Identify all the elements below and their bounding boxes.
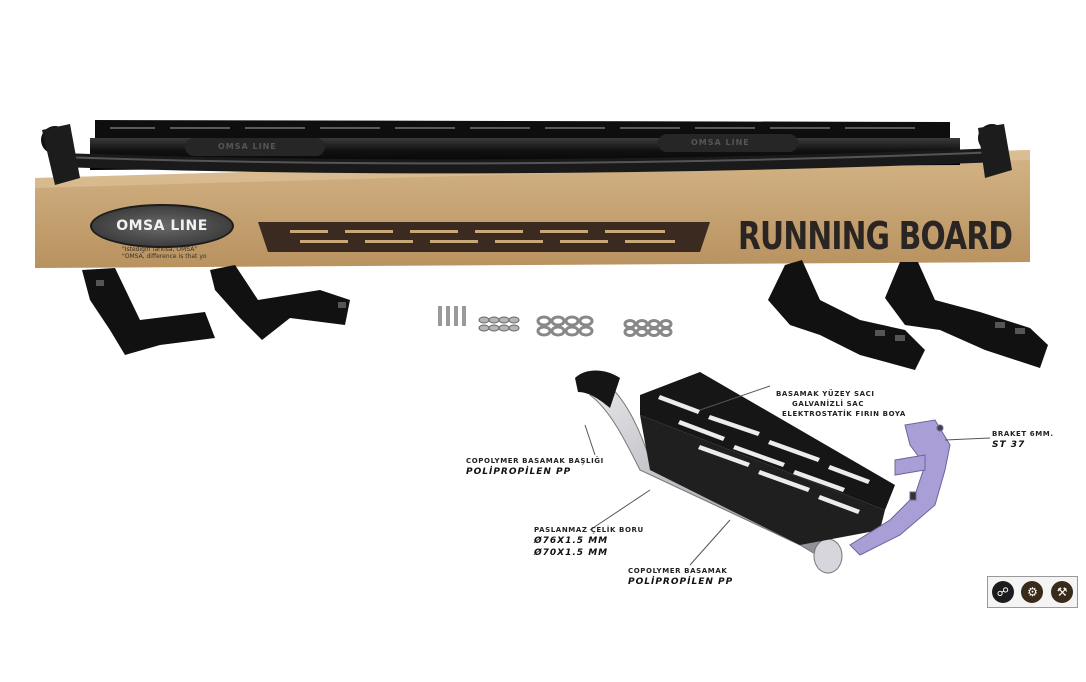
label-tube-size-1: Ø76X1.5 MM (534, 536, 609, 546)
omsa-line-logo: OMSA LINE (90, 204, 234, 248)
step-pad-text-right: OMSA LINE (691, 138, 750, 147)
label-end-cap: COPOLYMER BASAMAK BAŞLIĞI (466, 457, 604, 465)
bracket-right-2 (885, 262, 1048, 368)
feature-icons: ☍ ⚙ ⚒ (987, 576, 1078, 608)
label-surface-sheet: BASAMAK YÜZEY SACI (776, 390, 875, 398)
label-end-cap-material: POLİPROPİLEN PP (466, 467, 572, 477)
label-bracket: BRAKET 6MM. (992, 430, 1054, 438)
logo-text: OMSA LINE (116, 218, 208, 234)
bracket-purple (849, 419, 951, 556)
label-step-material: POLİPROPİLEN PP (628, 577, 734, 587)
steering-wheel-icon: ☍ (991, 581, 1014, 603)
slogan-line-1: "Istediğin farkısa, OMSA" (122, 246, 198, 253)
mounting-hardware (438, 306, 673, 337)
bracket-right-1 (768, 260, 925, 370)
label-galvanized: GALVANİZLİ SAC (792, 400, 865, 408)
cutaway-diagram (575, 370, 991, 574)
box-printed-board-graphic (258, 222, 710, 252)
label-electrostatic: ELEKTROSTATİK FIRIN BOYA (782, 410, 906, 418)
pump-icon: ⚙ (1021, 581, 1044, 603)
step-pad-text-left: OMSA LINE (218, 142, 277, 151)
label-tube: PASLANMAZ ÇELİK BORU (534, 526, 644, 534)
tools-icon: ⚒ (1051, 581, 1074, 603)
box-title: RUNNING BOARD (738, 214, 1013, 258)
label-step: COPOLYMER BASAMAK (628, 567, 728, 575)
slogan-line-2: "OMSA, difference is that yo (122, 253, 207, 260)
bracket-left-1 (82, 268, 215, 355)
box-slogan: "Istediğin farkısa, OMSA" "OMSA, differe… (122, 246, 232, 260)
running-board-rail (41, 120, 1012, 185)
label-bracket-material: ST 37 (992, 440, 1026, 450)
label-tube-size-2: Ø70X1.5 MM (534, 548, 609, 558)
bracket-left-2 (210, 265, 350, 340)
